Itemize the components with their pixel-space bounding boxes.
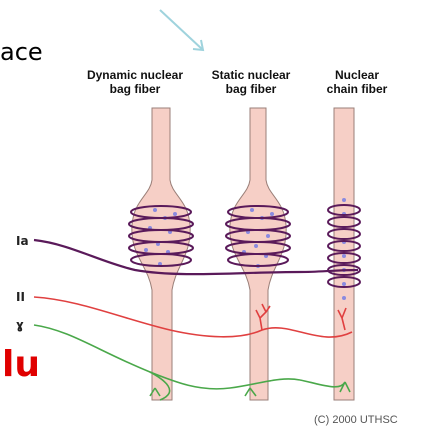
static-bag-fiber	[226, 108, 290, 400]
gamma-nerve-line	[34, 325, 350, 400]
ii-nerve-line	[34, 297, 352, 337]
dynamic-bag-fiber	[129, 108, 193, 400]
ia-nerve-line	[34, 240, 358, 274]
pointer-arrow-icon	[160, 10, 203, 50]
nuclear-chain-fiber	[328, 108, 360, 400]
